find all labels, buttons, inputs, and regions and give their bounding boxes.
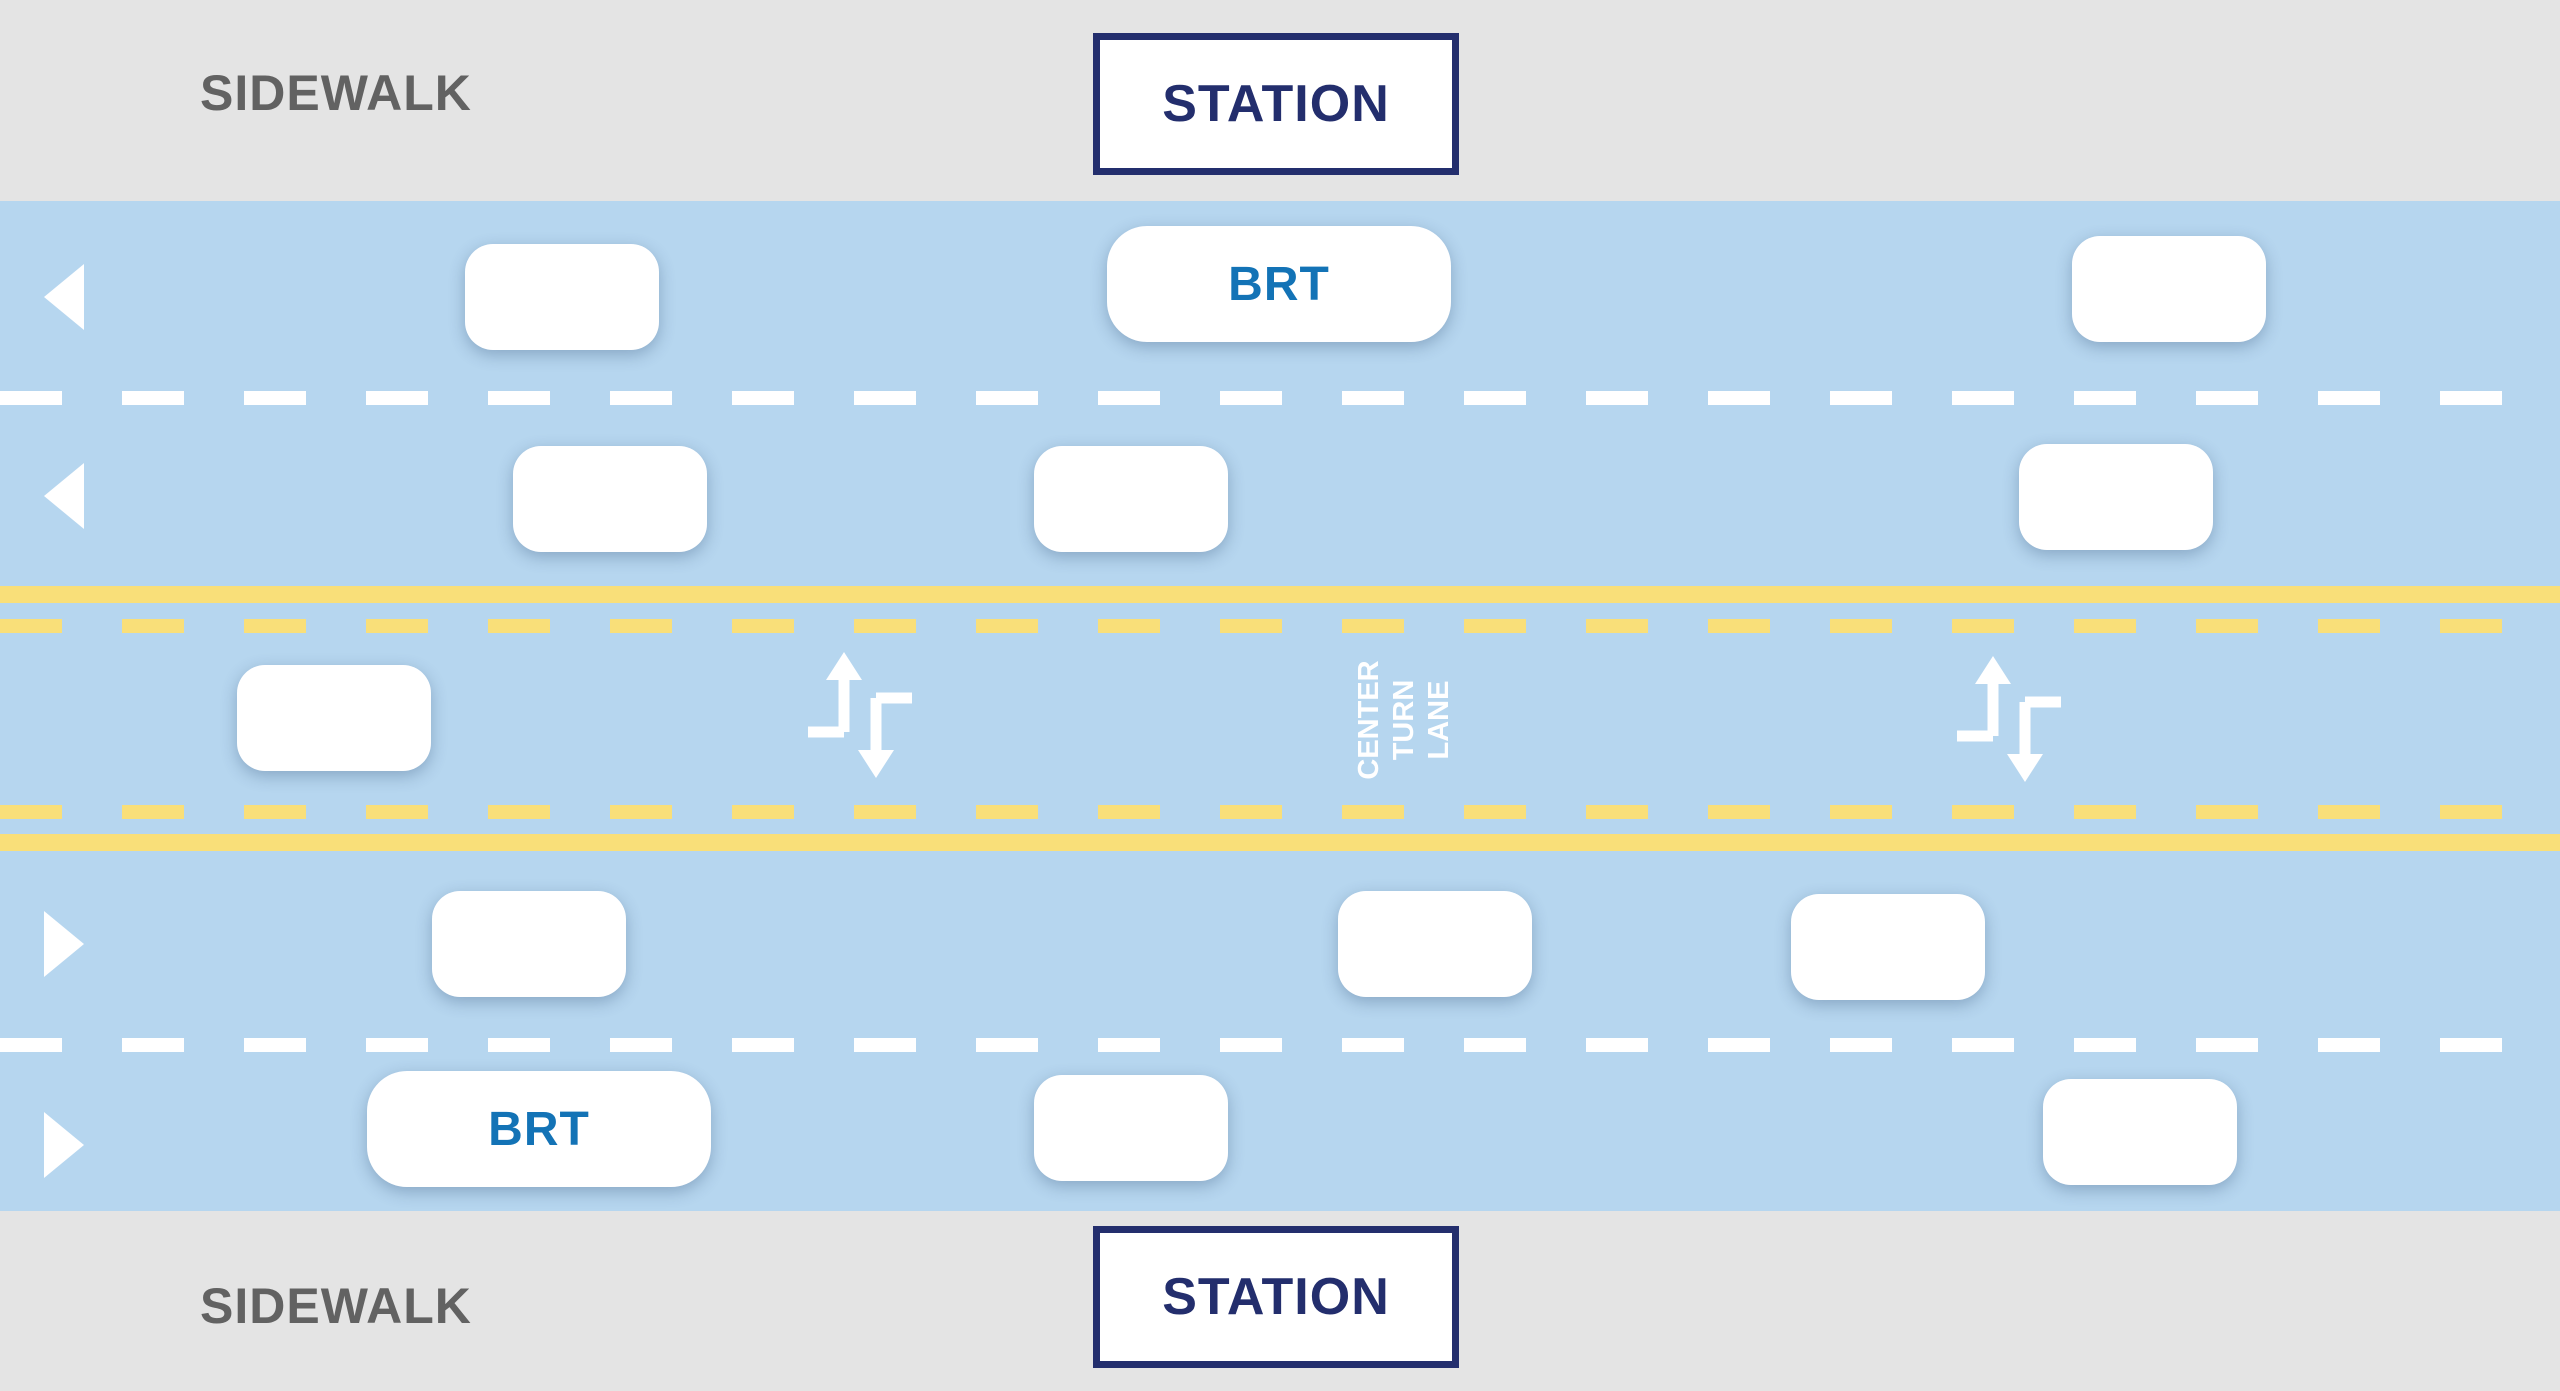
center-label-line-2: TURN xyxy=(1388,680,1420,761)
car xyxy=(2043,1079,2237,1185)
median-line-bottom xyxy=(0,834,2560,851)
car xyxy=(432,891,626,997)
center-lane-dashes-bottom xyxy=(0,805,2560,819)
brt-bus-top: BRT xyxy=(1107,226,1451,342)
two-way-left-turn-arrows-icon xyxy=(808,652,912,778)
sidewalk-bottom-label: SIDEWALK xyxy=(200,1278,472,1334)
center-label-line-1: CENTER xyxy=(1353,660,1385,779)
sidewalk-top-label: SIDEWALK xyxy=(200,65,472,121)
center-label-line-3: LANE xyxy=(1423,681,1455,760)
center-lane-dashes-top xyxy=(0,619,2560,633)
car xyxy=(237,665,431,771)
triangle-right-icon xyxy=(44,911,84,977)
two-way-left-turn-arrows-icon xyxy=(1957,656,2061,782)
triangle-right-icon xyxy=(44,1112,84,1178)
car xyxy=(465,244,659,350)
station-bottom: STATION xyxy=(1093,1226,1459,1368)
car xyxy=(1338,891,1532,997)
car xyxy=(2019,444,2213,550)
brt-bus-bottom: BRT xyxy=(367,1071,711,1187)
station-top: STATION xyxy=(1093,33,1459,175)
car xyxy=(513,446,707,552)
car xyxy=(1791,894,1985,1000)
lane-divider-top xyxy=(0,391,2560,405)
car xyxy=(1034,446,1228,552)
median-line-top xyxy=(0,586,2560,603)
car xyxy=(1034,1075,1228,1181)
triangle-left-icon xyxy=(44,463,84,529)
lane-divider-bottom xyxy=(0,1038,2560,1052)
center-turn-lane-label: CENTER TURN LANE xyxy=(1353,660,1455,779)
triangle-left-icon xyxy=(44,264,84,330)
car xyxy=(2072,236,2266,342)
